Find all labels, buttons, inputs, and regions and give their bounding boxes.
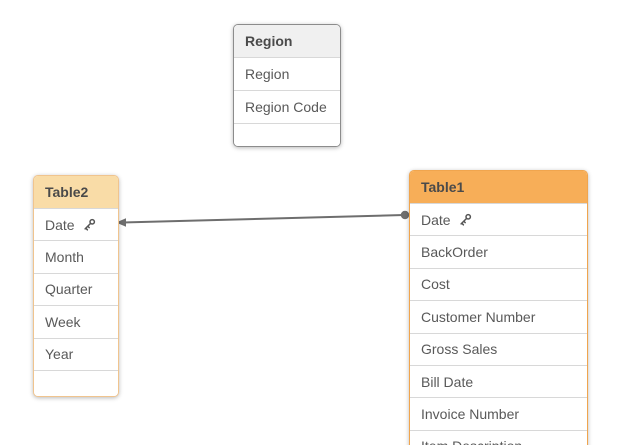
table-title: Table2 — [45, 184, 89, 200]
field-label: Region Code — [245, 99, 327, 115]
field-row-date[interactable]: Date — [410, 203, 587, 236]
field-label: Year — [45, 346, 74, 363]
field-label: Quarter — [45, 281, 93, 298]
field-label: Date — [421, 211, 451, 228]
field-row-backorder[interactable]: BackOrder — [410, 235, 587, 268]
field-row-cost[interactable]: Cost — [410, 267, 587, 301]
empty-row — [234, 123, 340, 146]
field-label: Cost — [421, 276, 450, 293]
field-row-item-description[interactable]: Item Description — [410, 429, 587, 445]
field-row-week[interactable]: Week — [34, 305, 118, 338]
field-label: Region — [245, 66, 290, 82]
field-row-customer-number[interactable]: Customer Number — [410, 300, 587, 333]
table-title: Region — [245, 33, 293, 49]
table-table2-header[interactable]: Table2 — [34, 176, 118, 208]
field-row-quarter[interactable]: Quarter — [34, 272, 118, 306]
empty-row — [34, 369, 118, 396]
field-label: Month — [45, 249, 84, 266]
table-table1-header[interactable]: Table1 — [410, 171, 587, 203]
field-row-bill-date[interactable]: Bill Date — [410, 364, 587, 398]
field-label: Invoice Number — [421, 406, 520, 423]
field-row-invoice-number[interactable]: Invoice Number — [410, 397, 587, 430]
field-label: Date — [45, 216, 75, 233]
field-row-gross-sales[interactable]: Gross Sales — [410, 332, 587, 365]
field-label: Gross Sales — [421, 341, 498, 358]
field-row-year[interactable]: Year — [34, 337, 118, 370]
table-region[interactable]: Region Region Region Code — [233, 24, 341, 147]
table-title: Table1 — [421, 179, 465, 195]
field-row-date[interactable]: Date — [34, 208, 118, 241]
field-label: Bill Date — [421, 373, 474, 390]
field-row-month[interactable]: Month — [34, 240, 118, 273]
field-row-region-code[interactable]: Region Code — [234, 90, 340, 123]
table-table2[interactable]: Table2 Date Month Quarter Week Year — [33, 175, 119, 397]
field-label: Item Description — [421, 438, 522, 445]
key-icon — [459, 213, 472, 226]
table-region-header[interactable]: Region — [234, 25, 340, 57]
table-table1[interactable]: Table1 Date BackOrder Cost Customer Numb… — [409, 170, 588, 445]
field-label: BackOrder — [421, 244, 488, 261]
field-label: Week — [45, 313, 81, 330]
field-label: Customer Number — [421, 308, 536, 325]
association-line-segment[interactable] — [121, 214, 405, 224]
key-icon — [83, 218, 96, 231]
field-row-region[interactable]: Region — [234, 57, 340, 90]
